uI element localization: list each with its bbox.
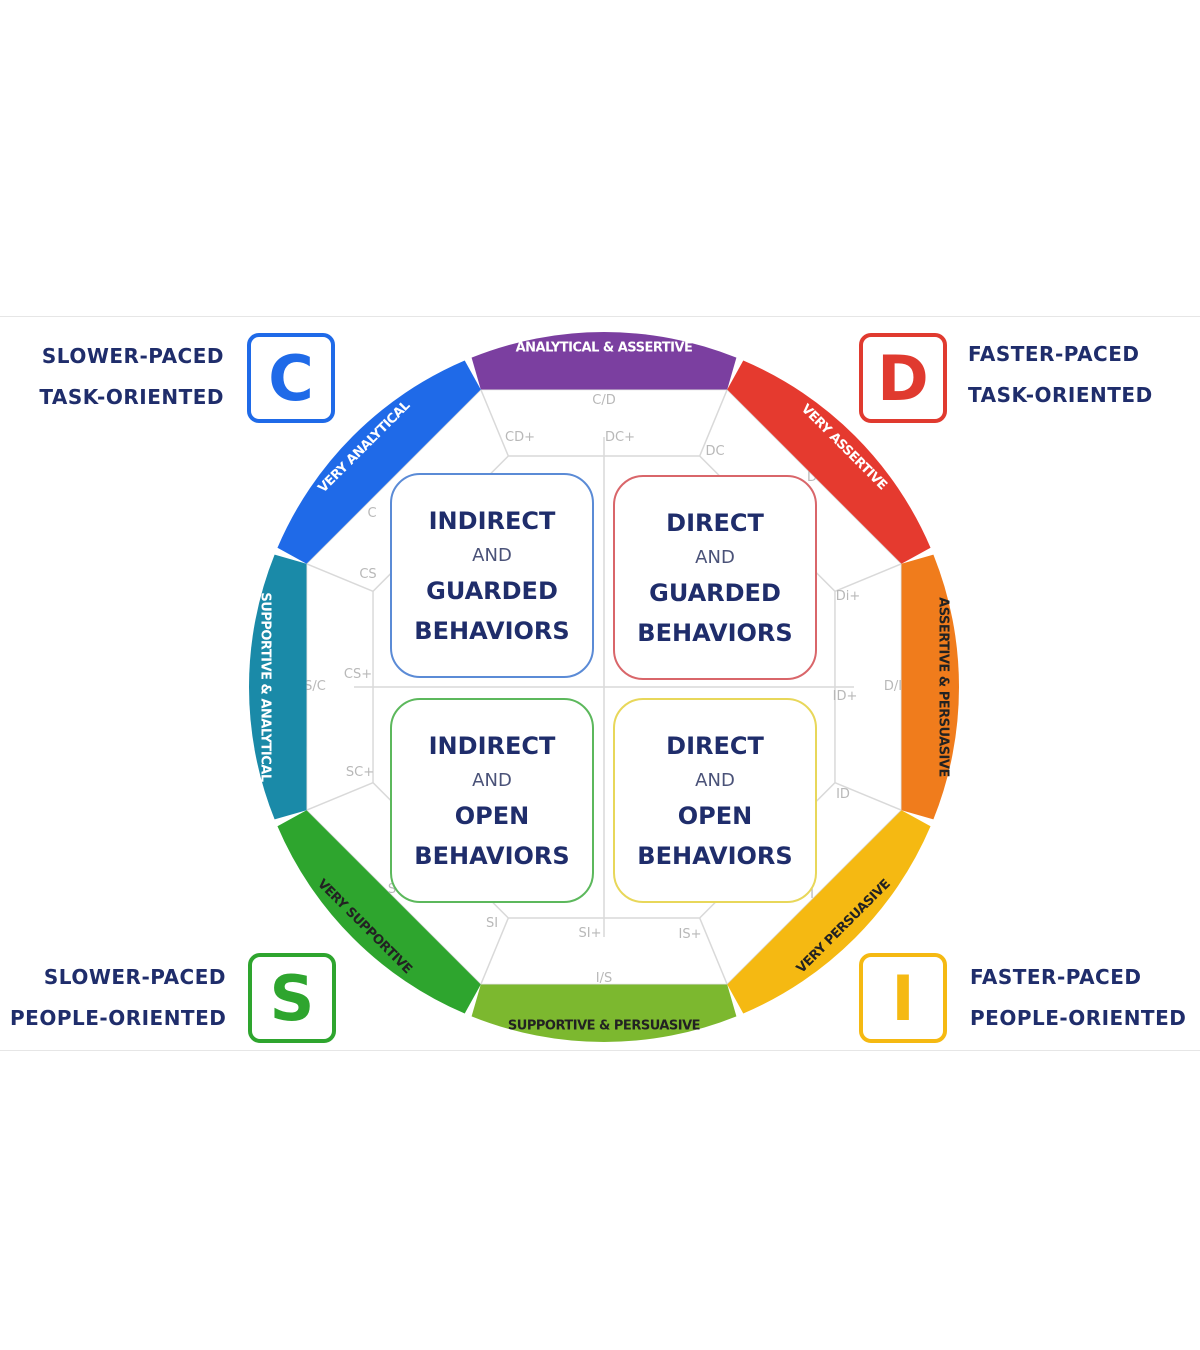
grid-spoke (480, 389, 510, 457)
d-letter-box: D (859, 333, 947, 423)
grid-label: SI (486, 916, 498, 931)
quadrant-indirect-open: INDIRECT AND OPEN BEHAVIORS (390, 698, 594, 903)
grid-label: D/I (884, 679, 902, 694)
quadrant-line3: BEHAVIORS (637, 618, 793, 647)
i-description: FASTER-PACED PEOPLE-ORIENTED (970, 957, 1186, 1039)
grid-spoke (698, 389, 728, 457)
grid-label: S (388, 882, 396, 897)
grid-spoke (306, 781, 374, 811)
quadrant-line3: BEHAVIORS (637, 841, 793, 870)
ring-segment (901, 554, 959, 820)
grid-label: SC+ (346, 765, 374, 780)
c-description: SLOWER-PACED TASK-ORIENTED (34, 336, 224, 418)
i-letter: I (891, 961, 915, 1035)
grid-label: DC+ (605, 430, 635, 445)
grid-label: C (367, 506, 376, 521)
quadrant-and: AND (472, 769, 512, 791)
quadrant-line2: OPEN (454, 801, 530, 830)
grid-label: ID+ (833, 689, 858, 704)
i-letter-box: I (859, 953, 947, 1043)
grid-spoke (834, 781, 902, 811)
quadrant-line3: BEHAVIORS (414, 616, 570, 645)
c-letter: C (268, 341, 314, 415)
ring-segment (277, 810, 481, 1014)
grid-label: DC (705, 444, 724, 459)
quadrant-line2: GUARDED (426, 576, 558, 605)
s-pace: SLOWER-PACED (43, 965, 226, 989)
i-orientation: PEOPLE-ORIENTED (970, 1006, 1187, 1030)
grid-spoke (480, 917, 510, 985)
ring-segment-label: SUPPORTIVE & PERSUASIVE (508, 1019, 700, 1034)
c-orientation: TASK-ORIENTED (39, 385, 224, 409)
grid-label: CD+ (505, 430, 535, 445)
ring-segment (277, 360, 481, 564)
quadrant-line1: DIRECT (666, 508, 764, 537)
ring-segment (727, 360, 931, 564)
c-letter-box: C (247, 333, 335, 423)
grid-label: ID (836, 787, 850, 802)
grid-label: IS+ (679, 927, 702, 942)
quadrant-line2: OPEN (677, 801, 753, 830)
ring-segment (471, 332, 737, 390)
grid-label: D (807, 470, 817, 485)
grid-label: C/D (592, 393, 615, 408)
ring-segment-label: ANALYTICAL & ASSERTIVE (516, 341, 693, 356)
quadrant-direct-guarded: DIRECT AND GUARDED BEHAVIORS (613, 475, 817, 680)
grid-label: S/C (304, 679, 326, 694)
quadrant-line1: INDIRECT (428, 731, 556, 760)
d-letter: D (877, 341, 929, 415)
grid-label: CS (359, 567, 376, 582)
grid-spoke (698, 917, 728, 985)
ring-segment-label: ASSERTIVE & PERSUASIVE (936, 597, 951, 777)
s-description: SLOWER-PACED PEOPLE-ORIENTED (10, 957, 226, 1039)
s-letter: S (269, 961, 315, 1035)
quadrant-line3: BEHAVIORS (414, 841, 570, 870)
quadrant-and: AND (695, 546, 735, 568)
grid-label: Di+ (836, 589, 861, 604)
i-pace: FASTER-PACED (970, 965, 1142, 989)
ring-segment (727, 810, 931, 1014)
top-divider (0, 316, 1200, 317)
quadrant-and: AND (695, 769, 735, 791)
grid-label: I/S (596, 971, 612, 986)
quadrant-line1: DIRECT (666, 731, 764, 760)
quadrant-line2: GUARDED (649, 578, 781, 607)
grid-label: CS+ (344, 667, 372, 682)
d-description: FASTER-PACED TASK-ORIENTED (968, 334, 1153, 416)
s-letter-box: S (248, 953, 336, 1043)
quadrant-line1: INDIRECT (428, 506, 556, 535)
grid-label: I (810, 887, 814, 902)
grid-spoke (306, 563, 374, 593)
d-pace: FASTER-PACED (968, 342, 1140, 366)
ring-segment (248, 554, 307, 820)
grid-label: SI+ (579, 926, 602, 941)
ring-segment (471, 984, 737, 1043)
quadrant-indirect-guarded: INDIRECT AND GUARDED BEHAVIORS (390, 473, 594, 678)
quadrant-direct-open: DIRECT AND OPEN BEHAVIORS (613, 698, 817, 903)
c-pace: SLOWER-PACED (41, 344, 224, 368)
grid-spoke (834, 563, 902, 593)
ring-segment-label: SUPPORTIVE & ANALYTICAL (258, 592, 273, 781)
bottom-divider (0, 1050, 1200, 1051)
quadrant-and: AND (472, 544, 512, 566)
s-orientation: PEOPLE-ORIENTED (10, 1006, 227, 1030)
d-orientation: TASK-ORIENTED (968, 383, 1153, 407)
